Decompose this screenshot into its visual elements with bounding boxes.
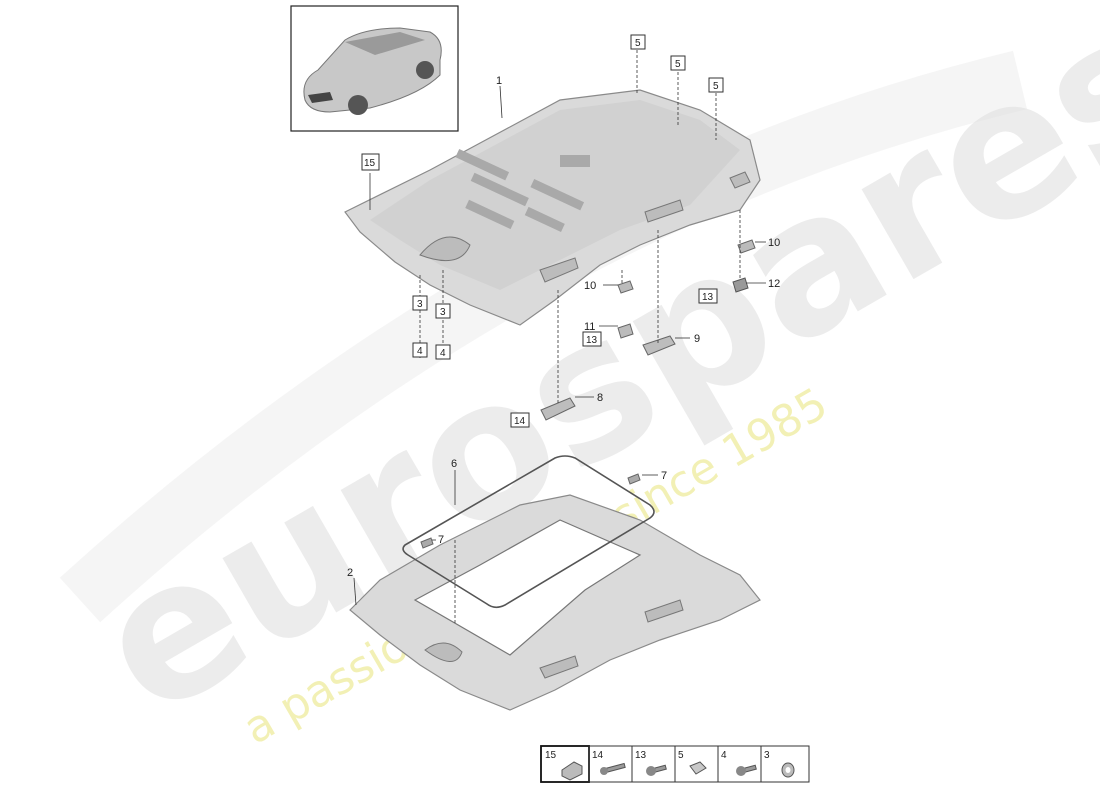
headliner-panel bbox=[344, 89, 761, 326]
vehicle-thumbnail bbox=[290, 5, 459, 132]
screw-13-icon bbox=[646, 764, 667, 776]
callout-3a: 3 bbox=[417, 299, 423, 310]
callout-12: 12 bbox=[768, 278, 780, 290]
screw-4-icon bbox=[736, 764, 757, 776]
legend-label-13: 13 bbox=[635, 750, 647, 761]
leader-lines bbox=[353, 50, 766, 625]
callout-14: 14 bbox=[514, 416, 526, 427]
screw-14-icon bbox=[600, 762, 626, 775]
legend-label-4: 4 bbox=[721, 750, 727, 761]
callout-15: 15 bbox=[364, 158, 376, 169]
callout-5c: 5 bbox=[713, 81, 719, 92]
sunroof-headliner-panel bbox=[349, 494, 761, 711]
callout-4a: 4 bbox=[417, 346, 423, 357]
callout-5b: 5 bbox=[675, 59, 681, 70]
callout-2: 2 bbox=[347, 567, 353, 579]
callout-3b: 3 bbox=[440, 307, 446, 318]
callout-7b: 7 bbox=[438, 534, 444, 546]
callout-6: 6 bbox=[451, 458, 457, 470]
callout-4b: 4 bbox=[440, 348, 446, 359]
callout-13a: 13 bbox=[702, 292, 714, 303]
callout-11: 11 bbox=[584, 321, 595, 333]
callout-7a: 7 bbox=[661, 470, 667, 482]
callouts: 1 2 6 7 7 8 9 10 10 11 12 5 5 5 15 3 3 4… bbox=[347, 34, 780, 579]
legend-label-3: 3 bbox=[764, 750, 770, 761]
legend-label-14: 14 bbox=[592, 750, 604, 761]
sunroof-seal bbox=[402, 455, 655, 609]
callout-10a: 10 bbox=[768, 237, 780, 249]
fastener-legend: 15 14 13 5 4 3 bbox=[540, 745, 810, 783]
legend-label-5: 5 bbox=[678, 750, 684, 761]
speed-nut-icon bbox=[689, 761, 707, 775]
clip-icon bbox=[561, 761, 583, 781]
callout-8: 8 bbox=[597, 392, 603, 404]
callout-9: 9 bbox=[694, 333, 700, 345]
grommet-icon bbox=[781, 762, 795, 778]
callout-1: 1 bbox=[496, 75, 502, 87]
small-parts bbox=[420, 239, 756, 549]
callout-5a: 5 bbox=[635, 38, 641, 49]
callout-10b: 10 bbox=[584, 280, 596, 292]
legend-label-15: 15 bbox=[545, 750, 557, 761]
callout-13b: 13 bbox=[586, 335, 598, 346]
